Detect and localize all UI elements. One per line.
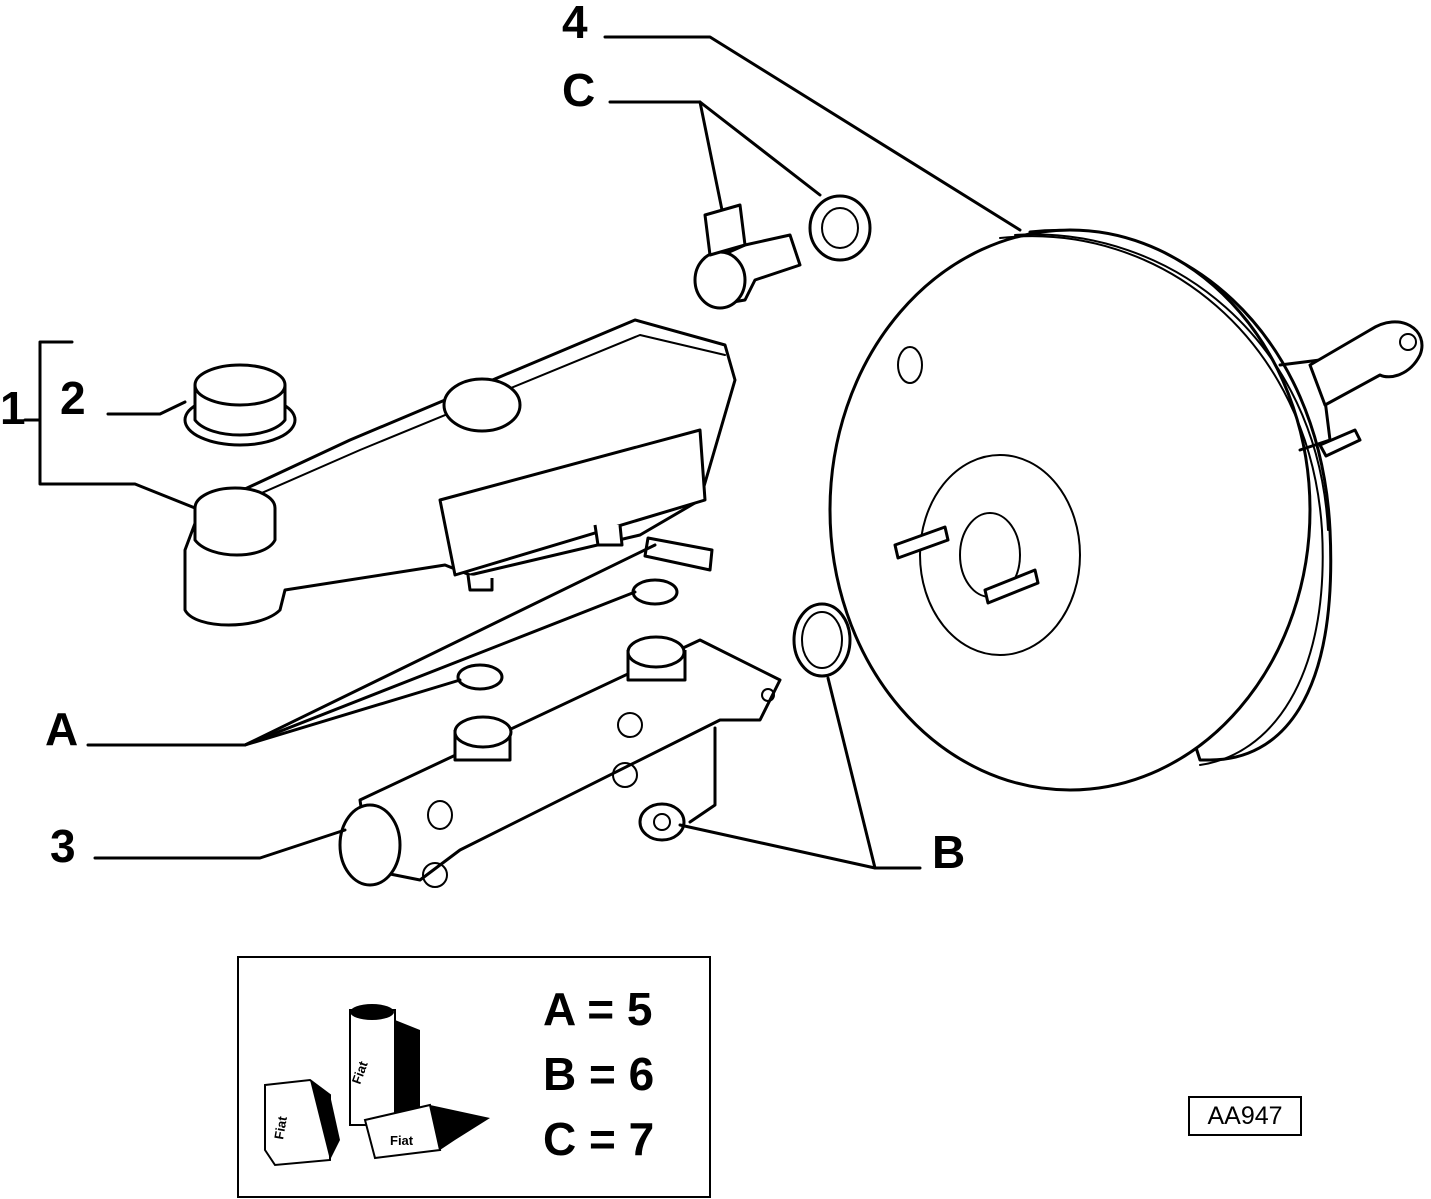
leader-lines (23, 35, 1022, 870)
callout-3: 3 (50, 820, 76, 872)
callout-4: 4 (562, 0, 588, 48)
reference-code: AA947 (1188, 1096, 1302, 1136)
legend-row-b: B = 6 (543, 1048, 654, 1100)
fluid-reservoir (183, 318, 737, 627)
callout-1: 1 (0, 382, 26, 434)
legend-row-a: A = 5 (543, 983, 653, 1035)
callout-labels: 4 C 1 2 A 3 B (0, 0, 965, 878)
vacuum-connector (693, 194, 872, 310)
callout-a: A (45, 703, 78, 755)
legend-row-c: C = 7 (543, 1113, 654, 1165)
brake-servo (828, 228, 1424, 792)
master-cylinder (338, 635, 782, 888)
legend-box: Fiat Fiat Fiat A = 5 B = 6 C = 7 (237, 956, 711, 1198)
callout-2: 2 (60, 372, 86, 424)
reservoir-cap (183, 363, 297, 447)
callout-c: C (562, 64, 595, 116)
parts-b (638, 602, 852, 842)
pack-label-carton: Fiat (271, 1114, 290, 1140)
product-pack-icon: Fiat Fiat Fiat (264, 1004, 490, 1167)
pack-label-box: Fiat (390, 1133, 414, 1148)
callout-b: B (932, 826, 965, 878)
